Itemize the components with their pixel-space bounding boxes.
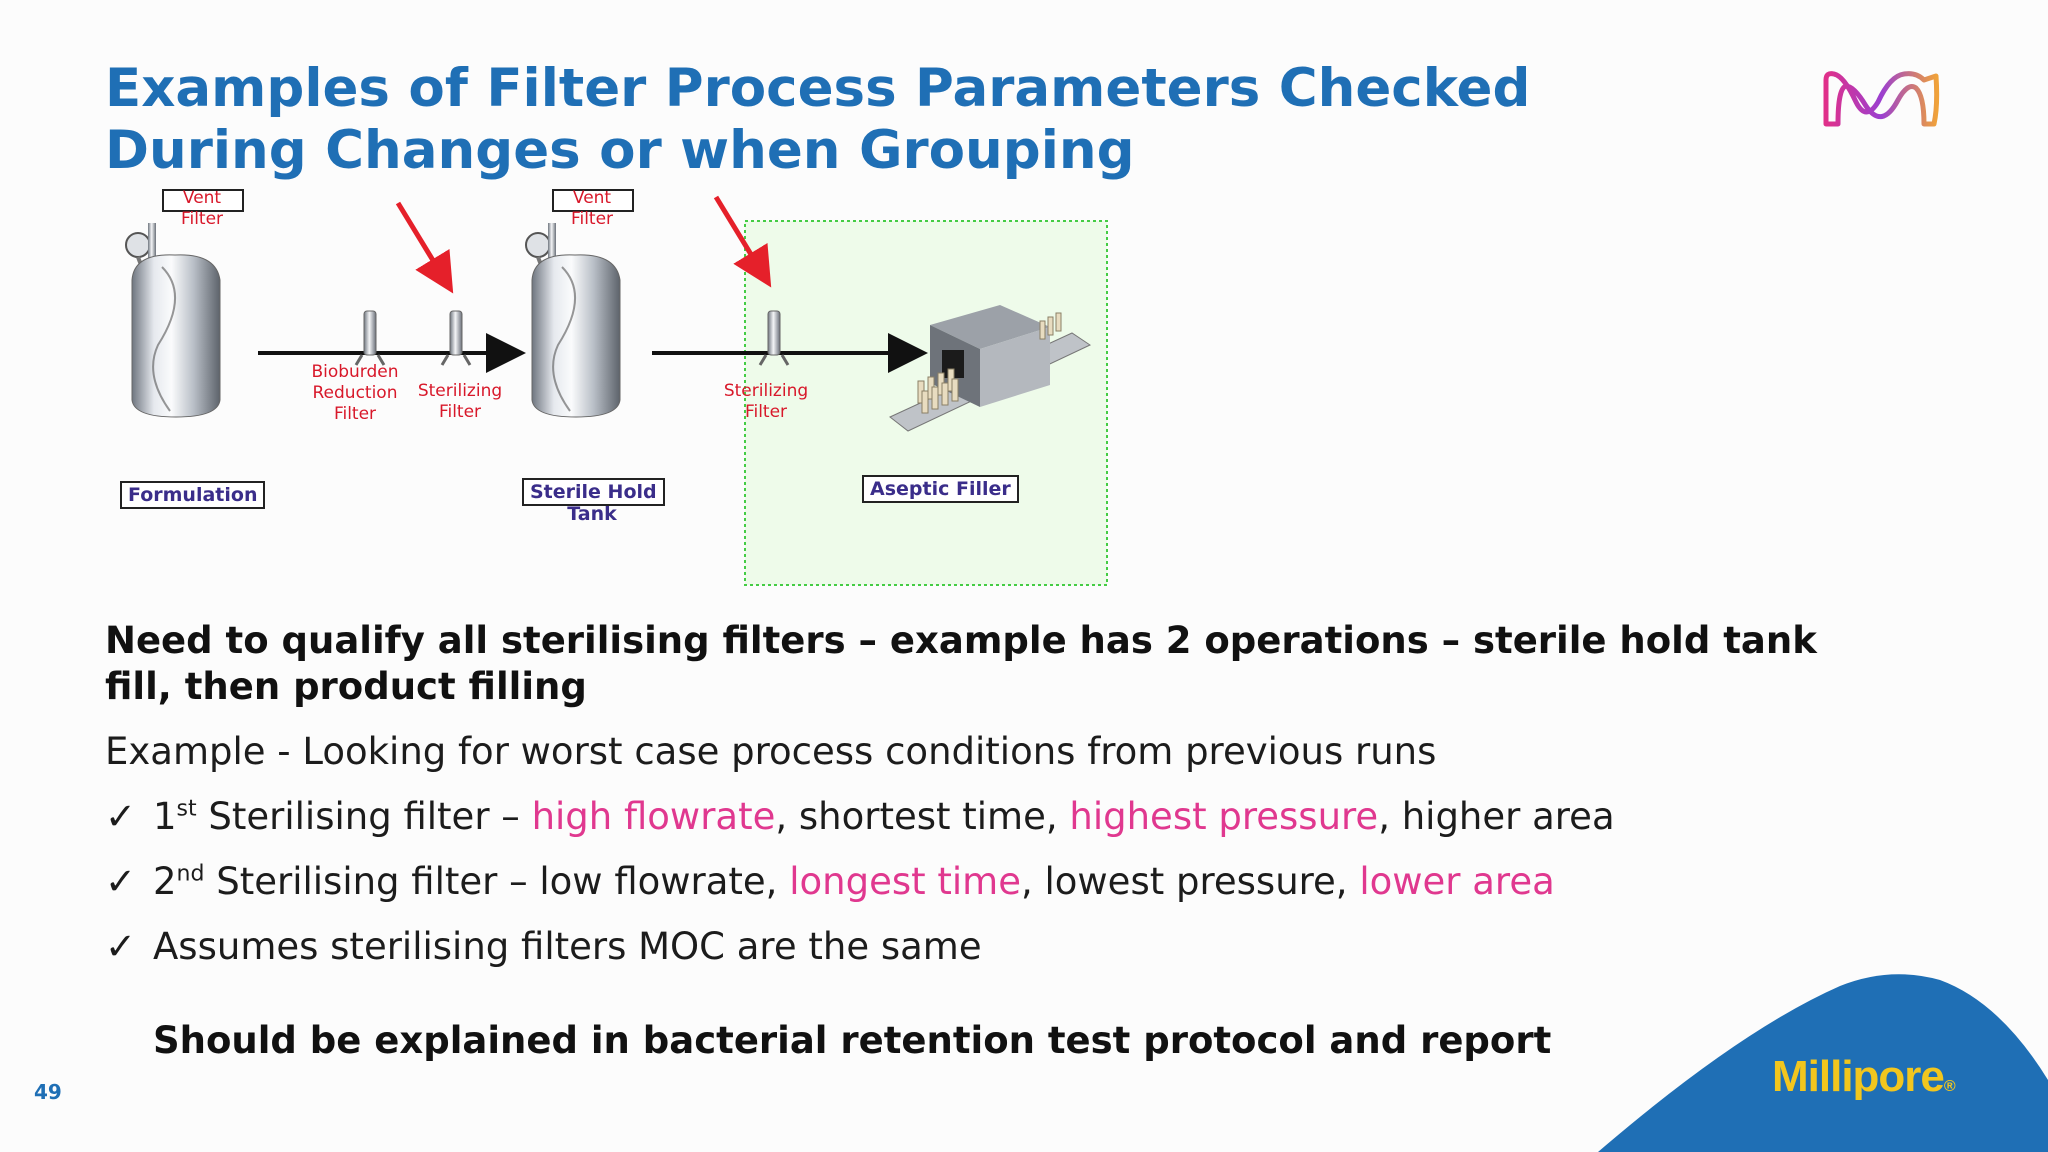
sterilizing-filter-1 [440,310,472,366]
body-heading: Need to qualify all sterilising filters … [105,619,1817,708]
sterile-hold-tank [525,223,621,418]
highlight-lower-area: lower area [1359,860,1555,903]
formulation-tank [125,223,221,418]
title-line-1: Examples of Filter Process Parameters Ch… [105,58,1531,119]
vent-filter-2-box [552,189,634,212]
bullet-1: ✓1st Sterilising filter – high flowrate,… [105,795,1615,838]
sterile-hold-label: Sterile Hold [522,478,665,506]
highlight-longest-time: longest time [789,860,1021,903]
page-number: 49 [34,1080,62,1104]
check-icon: ✓ [105,795,137,838]
check-icon: ✓ [105,860,137,903]
bullet-3: ✓Assumes sterilising filters MOC are the… [105,925,982,968]
check-icon: ✓ [105,925,137,968]
brand-wave-shape [1598,974,2048,1152]
bioburden-filter [354,310,386,366]
slide-title: Examples of Filter Process Parameters Ch… [105,58,1555,182]
conclusion-text: Should be explained in bacterial retenti… [153,1019,1552,1062]
sterilizing-filter-2 [758,310,790,366]
red-arrow-2 [713,195,772,288]
merck-logo [1823,71,1940,127]
aseptic-filler-label: Aseptic Filler [862,475,1019,503]
bullet-2: ✓2nd Sterilising filter – low flowrate, … [105,860,1555,903]
highlight-high-flowrate: high flowrate [531,795,776,838]
vent-filter-1-box [162,189,244,212]
highlight-highest-pressure: highest pressure [1069,795,1379,838]
millipore-logo: Millipore® [1772,1052,1956,1101]
formulation-label: Formulation [120,481,266,509]
title-line-2: During Changes or when Grouping [105,120,1135,181]
example-line: Example - Looking for worst case process… [105,730,1437,773]
aseptic-filler-machine [889,305,1092,432]
red-arrow-1 [395,201,454,294]
sterile-hold-sublabel: Tank [567,503,617,525]
